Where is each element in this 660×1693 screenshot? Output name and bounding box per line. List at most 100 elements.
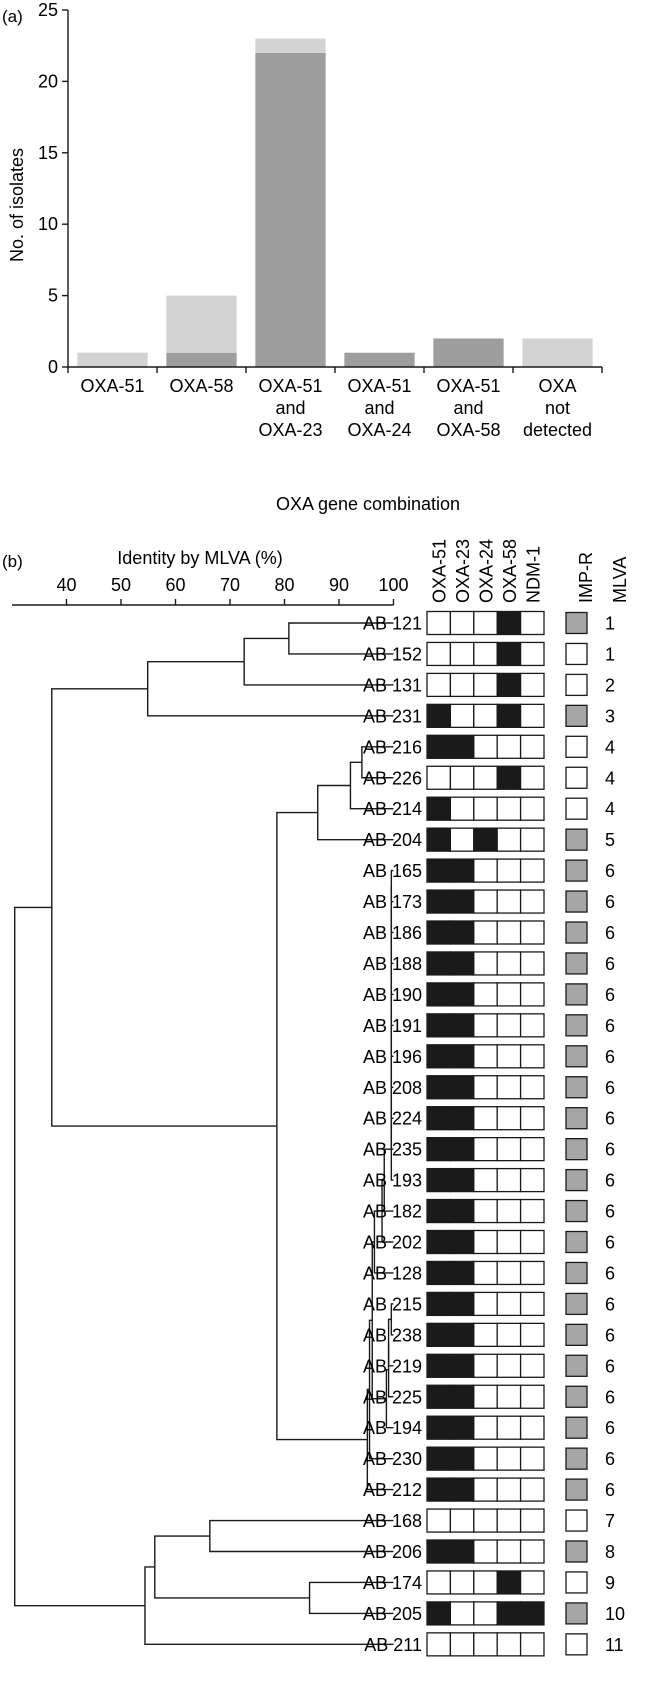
isolate-label: AB 230 (363, 1449, 422, 1469)
impr-cell (565, 611, 588, 635)
gene-cell (473, 889, 498, 914)
gene-cell (519, 1044, 545, 1069)
gene-cell (496, 641, 522, 667)
gene-cell (449, 1632, 475, 1657)
impr-cell (565, 890, 588, 913)
gene-cell (473, 1570, 498, 1595)
impr-cell (565, 735, 588, 758)
mlva-type: 6 (605, 1171, 615, 1191)
impr-cell (565, 1447, 588, 1470)
isolate-label: AB 206 (363, 1542, 422, 1562)
mlva-type: 6 (605, 923, 615, 943)
mlva-type: 8 (605, 1542, 615, 1562)
gene-cell (449, 1291, 475, 1317)
mlva-type: 7 (605, 1511, 615, 1531)
y-tick-label: 5 (48, 286, 58, 306)
impr-cell (565, 1107, 588, 1130)
bar-segment (255, 38, 326, 53)
x-tick-label: OXA-51 (80, 376, 144, 396)
identity-tick-label: 90 (329, 575, 349, 595)
bar-segment (166, 352, 237, 367)
mlva-type: 5 (605, 830, 615, 850)
gene-cell (449, 703, 475, 728)
gene-cell (519, 1198, 545, 1224)
impr-cell (565, 983, 588, 1006)
gene-cell (426, 889, 452, 914)
mlva-type: 6 (605, 1356, 615, 1376)
isolate-label: AB 238 (363, 1325, 422, 1345)
gene-cell (496, 610, 522, 636)
gene-cell (449, 1446, 475, 1471)
gene-cell (449, 920, 475, 945)
identity-tick-label: 40 (56, 575, 76, 595)
gene-cell (426, 1632, 452, 1657)
x-tick-label: not (545, 398, 570, 418)
mlva-type: 10 (605, 1604, 625, 1624)
gene-cell (473, 1260, 498, 1286)
x-tick-label: OXA-23 (258, 420, 322, 440)
gene-cell (519, 703, 545, 728)
identity-axis-title: Identity by MLVA (%) (117, 548, 282, 568)
x-tick-label: OXA-24 (347, 420, 411, 440)
gene-cell (496, 1198, 522, 1224)
impr-cell (565, 859, 588, 882)
gene-cell (473, 1137, 498, 1162)
gene-cell (473, 1013, 498, 1038)
isolate-label: AB 194 (363, 1418, 422, 1438)
gene-cell (426, 858, 452, 883)
gene-cell (519, 1539, 545, 1564)
gene-cell (426, 827, 452, 852)
gene-cell (473, 1353, 498, 1378)
gene-cell (519, 1570, 545, 1595)
gene-cell (519, 889, 545, 914)
gene-cell (426, 1477, 452, 1502)
mlva-type: 6 (605, 1418, 615, 1438)
mlva-type: 6 (605, 1387, 615, 1407)
y-tick-label: 20 (38, 71, 58, 91)
gene-cell (496, 889, 522, 914)
gene-cell (426, 982, 452, 1007)
gene-cell (426, 1322, 452, 1347)
impr-cell (565, 1385, 588, 1408)
gene-cell (426, 1353, 452, 1378)
impr-cell (565, 1138, 588, 1161)
gene-column-header: NDM-1 (523, 546, 543, 603)
gene-cell (519, 1446, 545, 1471)
gene-cell (496, 765, 522, 790)
isolate-label: AB 128 (363, 1263, 422, 1283)
gene-cell (496, 1137, 522, 1162)
gene-cell (519, 1167, 545, 1193)
gene-cell (496, 1260, 522, 1286)
gene-cell (473, 610, 498, 636)
isolate-label: AB 190 (363, 985, 422, 1005)
gene-cell (496, 703, 522, 728)
mlva-type: 6 (605, 1016, 615, 1036)
dendrogram-branch (387, 1342, 392, 1398)
gene-cell (519, 765, 545, 790)
gene-cell (473, 1167, 498, 1193)
mlva-type: 4 (605, 737, 615, 757)
gene-cell (426, 1291, 452, 1317)
impr-cell (565, 1354, 588, 1377)
gene-cell (473, 920, 498, 945)
gene-cell (496, 951, 522, 976)
x-tick-label: OXA-58 (436, 420, 500, 440)
gene-cell (496, 1044, 522, 1069)
gene-cell (496, 1446, 522, 1471)
mlva-column-header: MLVA (610, 557, 630, 603)
gene-cell (496, 796, 522, 821)
gene-cell (473, 1198, 498, 1224)
x-tick-label: OXA-58 (169, 376, 233, 396)
gene-cell (426, 1044, 452, 1069)
isolate-label: AB 121 (363, 614, 422, 634)
gene-cell (449, 1260, 475, 1286)
gene-cell (426, 920, 452, 945)
isolate-label: AB 211 (364, 1635, 422, 1655)
bars (77, 38, 593, 368)
identity-tick-label: 100 (378, 575, 408, 595)
gene-cell (449, 796, 475, 821)
bar-segment (522, 338, 593, 367)
gene-column-header: OXA-58 (500, 539, 520, 603)
gene-cell (426, 1384, 452, 1409)
